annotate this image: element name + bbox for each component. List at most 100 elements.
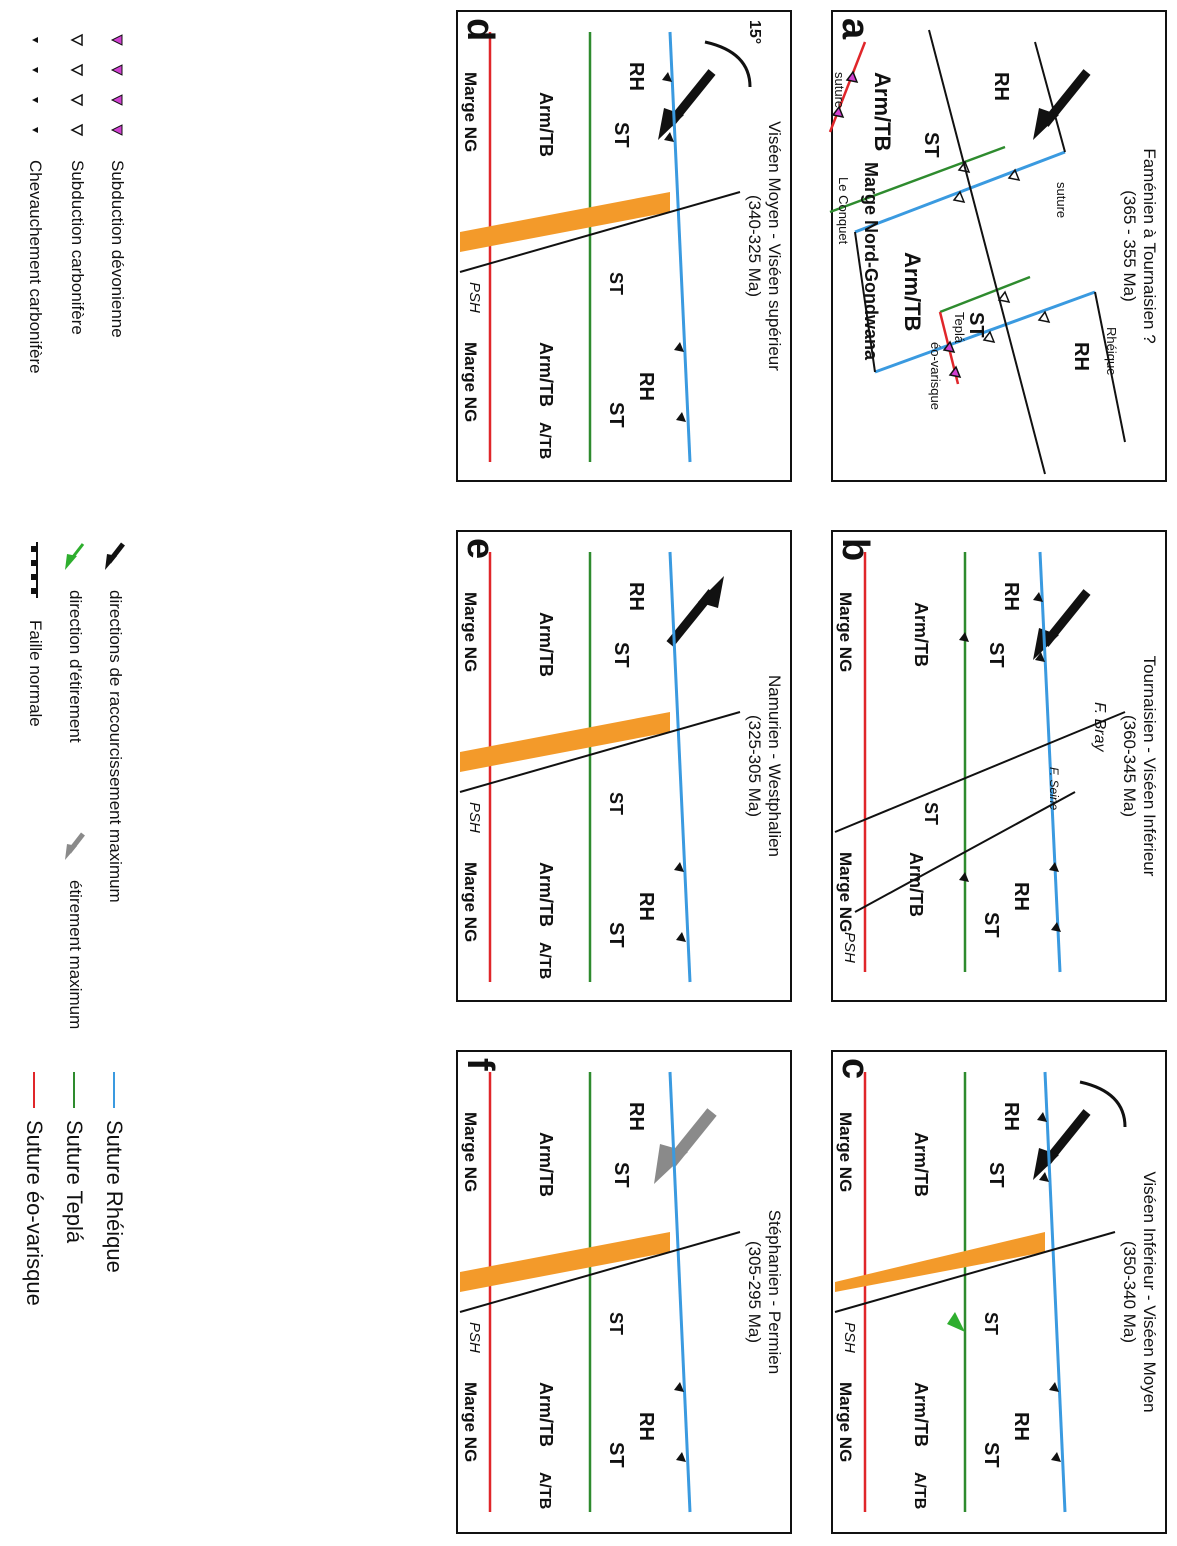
label-st: ST bbox=[606, 272, 626, 295]
legend-suture-eovarisque: Suture éo-varisque bbox=[21, 1070, 47, 1306]
label-arm-tb: Arm/TB bbox=[536, 862, 556, 927]
label-arm-tb: Arm/TB bbox=[536, 92, 556, 157]
open-triangle-icon bbox=[70, 33, 83, 137]
panel-b-letter: b bbox=[834, 538, 876, 562]
panel-f: Stéphanien - Permien(305-295 Ma) RH RH S… bbox=[456, 1050, 792, 1534]
label-rh: RH bbox=[1000, 582, 1022, 611]
label-st: ST bbox=[980, 912, 1002, 938]
label-rh: RH bbox=[635, 1412, 657, 1441]
label-psh: PSH bbox=[466, 1322, 483, 1353]
label-st: ST bbox=[610, 642, 632, 668]
label-arm-tb: Arm/TB bbox=[911, 602, 931, 667]
label-rh: RH bbox=[625, 1102, 647, 1131]
label-a-tb: A/TB bbox=[536, 1472, 553, 1509]
legend: Subduction dévonienne Subduction carboni… bbox=[7, 10, 137, 1540]
label-st: ST bbox=[980, 1442, 1002, 1468]
label-rh: RH bbox=[1070, 342, 1092, 371]
label-a-tb: A/TB bbox=[536, 942, 553, 979]
label-arm-tb: Arm/TB bbox=[911, 1132, 931, 1197]
legend-subduction-devonienne: Subduction dévonienne bbox=[107, 30, 127, 338]
label-marge-ng: Marge NG bbox=[461, 342, 480, 422]
panel-d-letter: d bbox=[459, 18, 501, 42]
label-suture: suture bbox=[1054, 182, 1069, 218]
label-rh: RH bbox=[635, 372, 657, 401]
legend-suture-rheique: Suture Rhéique bbox=[101, 1070, 127, 1273]
label-marge-ng: Marge NG bbox=[836, 852, 855, 932]
label-st: ST bbox=[605, 1442, 627, 1468]
label-st: ST bbox=[606, 792, 626, 815]
panel-a-letter: a bbox=[834, 18, 876, 40]
label-st: ST bbox=[605, 402, 627, 428]
legend-chevauchement: Chevauchement carbonifère bbox=[25, 30, 45, 374]
label-st: ST bbox=[610, 1162, 632, 1188]
legend-subduction-carbonifere: Subduction carbonifère bbox=[67, 30, 87, 335]
panel-c: Viséen Inférieur - Viséen Moyen(350-340 … bbox=[831, 1050, 1167, 1534]
panel-d: Viséen Moyen - Viséen supérieur(340-325 … bbox=[456, 10, 792, 482]
label-le-conquet: Le Conquet bbox=[836, 177, 851, 245]
legend-etirement-dir: direction d'étirement bbox=[63, 540, 87, 743]
grey-arrow-icon bbox=[65, 832, 85, 860]
label-marge-ng: Marge NG bbox=[461, 1382, 480, 1462]
label-st: ST bbox=[605, 922, 627, 948]
label-suture: suture bbox=[832, 72, 847, 108]
label-rh: RH bbox=[990, 72, 1012, 101]
filled-triangle-icon bbox=[32, 37, 38, 133]
legend-faille-normale: Faille normale bbox=[25, 540, 45, 727]
label-st: ST bbox=[985, 1162, 1007, 1188]
panel-b-diagram: RH RH ST ST ST Arm/TB Arm/TB F. Bray F. … bbox=[834, 551, 1126, 973]
label-marge-ng: Marge NG bbox=[461, 862, 480, 942]
panel-b: Tournaisien - Viséen Inférieur(360-345 M… bbox=[831, 530, 1167, 1002]
label-arm-tb: Arm/TB bbox=[906, 852, 926, 917]
legend-raccourcissement: directions de raccourcissement maximum bbox=[103, 540, 127, 903]
label-a-tb: A/TB bbox=[536, 422, 553, 459]
panel-e-diagram: RH RH ST ST ST Arm/TB Arm/TB A/TB Marge … bbox=[459, 551, 741, 983]
panel-a: Faménien à Tournaisien ?(365 - 355 Ma) bbox=[828, 10, 1167, 482]
normal-fault-icon bbox=[31, 542, 38, 598]
label-st: ST bbox=[921, 802, 941, 825]
label-marge-ng: Marge NG bbox=[836, 1382, 855, 1462]
blue-line-icon bbox=[113, 1072, 115, 1108]
label-st: ST bbox=[985, 642, 1007, 668]
label-st: ST bbox=[920, 132, 942, 158]
label-marge-ng: Marge NG bbox=[836, 1112, 855, 1192]
label-a-tb: A/TB bbox=[911, 1472, 928, 1509]
panel-f-letter: f bbox=[459, 1058, 501, 1071]
label-marge-ng: Marge NG bbox=[461, 592, 480, 672]
panel-e-letter: e bbox=[459, 538, 501, 560]
label-rh: RH bbox=[1000, 1102, 1022, 1131]
label-st: ST bbox=[610, 122, 632, 148]
legend-etirement-max: étirement maximum bbox=[63, 830, 87, 1029]
panel-f-diagram: RH RH ST ST ST Arm/TB Arm/TB A/TB Marge … bbox=[459, 1071, 741, 1513]
label-rh: RH bbox=[1010, 882, 1032, 911]
label-marge-ng: Marge NG bbox=[461, 1112, 480, 1192]
label-rh: RH bbox=[625, 582, 647, 611]
label-st: ST bbox=[606, 1312, 626, 1335]
label-rh: RH bbox=[625, 62, 647, 91]
green-line-icon bbox=[73, 1072, 75, 1108]
panel-a-diagram: RH RH ST ST Arm/TB Arm/TB suture Rhéique… bbox=[828, 29, 1126, 475]
label-psh: PSH bbox=[466, 802, 483, 833]
label-arm-tb: Arm/TB bbox=[536, 612, 556, 677]
label-f-bray: F. Bray bbox=[1091, 702, 1108, 753]
label-psh: PSH bbox=[841, 932, 858, 963]
label-rheique: Rhéique bbox=[1104, 327, 1119, 375]
panel-d-diagram: 15° RH RH ST ST ST Arm/TB Arm/TB A/TB Ma… bbox=[459, 20, 763, 463]
label-marge-ng: Marge NG bbox=[461, 72, 480, 152]
label-marge-ng: Marge NG bbox=[836, 592, 855, 672]
label-psh: PSH bbox=[466, 282, 483, 313]
label-rh: RH bbox=[635, 892, 657, 921]
label-arm-tb: Arm/TB bbox=[900, 252, 925, 331]
label-arm-tb: Arm/TB bbox=[870, 72, 895, 151]
label-tepla: Teplá bbox=[952, 312, 967, 344]
red-line-icon bbox=[33, 1072, 35, 1108]
pink-triangle-icon bbox=[110, 34, 123, 136]
label-rotation: 15° bbox=[746, 20, 763, 44]
label-psh: PSH bbox=[841, 1322, 858, 1353]
green-arrow-icon bbox=[65, 543, 85, 570]
panel-c-diagram: RH RH ST ST ST Arm/TB Arm/TB A/TB Marge … bbox=[834, 1071, 1127, 1513]
label-marge-nord-gondwana: Marge Nord-Gondwana bbox=[861, 162, 881, 361]
label-arm-tb: Arm/TB bbox=[536, 342, 556, 407]
label-arm-tb: Arm/TB bbox=[536, 1382, 556, 1447]
